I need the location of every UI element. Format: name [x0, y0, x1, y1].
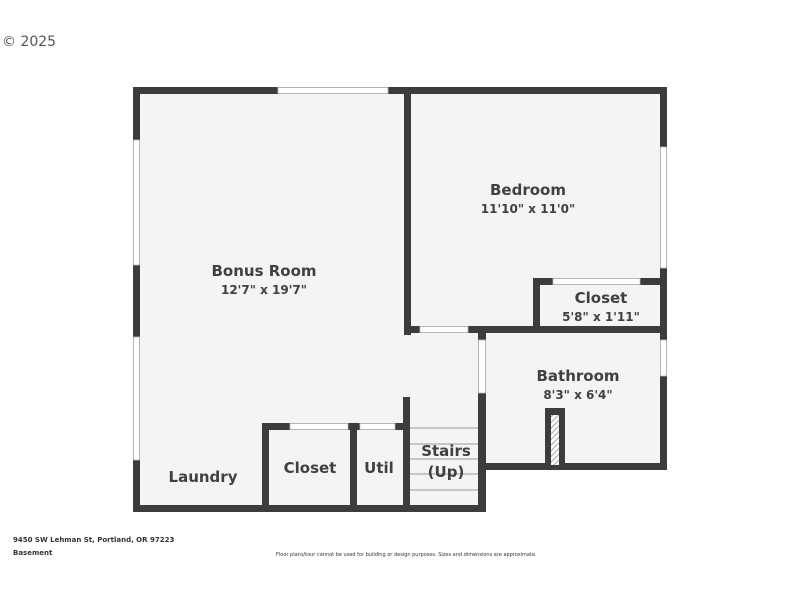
copyright: © 2025: [2, 34, 57, 50]
address: 9450 SW Lehman St, Portland, OR 97223: [13, 536, 175, 544]
bedroom-dims: 11'10" x 11'0": [481, 202, 575, 216]
level-label: Basement: [13, 549, 53, 557]
bonus-room-label: Bonus Room: [211, 262, 316, 280]
stairs-treads: [410, 427, 478, 491]
util-label: Util: [364, 459, 394, 477]
disclaimer: Floor plans/tour cannot be used for buil…: [276, 552, 537, 558]
bedroom-label: Bedroom: [490, 181, 566, 199]
windows: [133, 87, 667, 461]
bathroom-dims: 8'3" x 6'4": [543, 388, 612, 402]
laundry-label: Laundry: [169, 468, 238, 486]
closet-dims: 5'8" x 1'11": [562, 310, 640, 324]
bathroom-label: Bathroom: [536, 367, 619, 385]
floors: [137, 90, 663, 510]
closet-label: Closet: [575, 289, 628, 307]
stairs-up-label: (Up): [428, 463, 465, 481]
stairs-label: Stairs: [421, 442, 471, 460]
closet-lower-label: Closet: [284, 459, 337, 477]
bonus-room-dims: 12'7" x 19'7": [221, 283, 307, 297]
